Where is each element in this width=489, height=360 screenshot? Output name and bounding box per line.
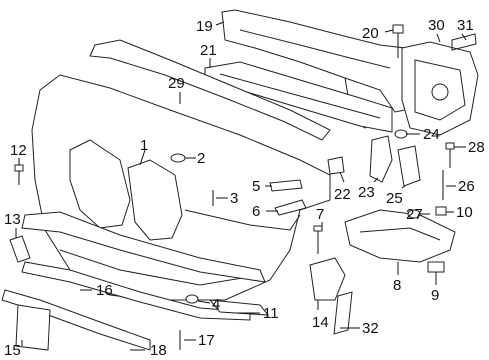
callout-31: 31 [457,17,474,34]
fastener-4 [185,294,199,304]
part-30-bracket [401,33,479,136]
callout-9: 9 [431,287,439,304]
part-8-bracket [344,209,456,263]
callout-14: 14 [312,314,329,331]
callout-labels: 1 2 3 4 5 6 7 8 9 10 11 12 13 14 15 16 1… [4,17,485,359]
callout-24: 24 [423,126,440,143]
callout-21: 21 [200,42,217,59]
callout-26: 26 [458,178,475,195]
callout-20: 20 [362,25,379,42]
part-11-trim [208,299,270,316]
callout-13: 13 [4,211,21,228]
part-32-trim [333,291,353,335]
fastener-24 [394,129,408,139]
part-25-bracket [397,145,421,187]
callout-32: 32 [362,320,379,337]
part-5-bracket [269,179,303,192]
fastener-28 [445,142,455,168]
callout-22: 22 [334,186,351,203]
fastener-2 [170,153,186,163]
callout-8: 8 [393,277,401,294]
part-22-bracket [327,156,345,175]
part-15-plate-bracket [15,304,51,351]
callout-16: 16 [96,282,113,299]
callout-11: 11 [263,305,279,322]
part-29-mount-strip [89,39,331,141]
part-16-lower-grille [21,211,266,321]
callout-29: 29 [168,75,185,92]
part-9-clip [427,261,445,273]
callout-19: 19 [196,18,213,35]
fastener-7 [313,225,323,254]
callout-12: 12 [10,142,27,159]
fastener-12 [14,164,24,185]
callout-4: 4 [212,296,220,313]
callout-18: 18 [150,342,167,359]
leader-lines [15,21,467,351]
part-13-trim [9,235,31,263]
callout-28: 28 [468,139,485,156]
callout-5: 5 [252,178,260,195]
part-14-bezel [309,257,346,301]
callout-7: 7 [316,206,324,223]
callout-25: 25 [386,190,403,207]
part-18-lower-strip [1,289,151,351]
callout-6: 6 [252,203,260,220]
callout-15: 15 [4,342,21,359]
callout-3: 3 [230,190,238,207]
callout-27: 27 [406,206,423,223]
callout-1: 1 [140,137,148,154]
fastener-10 [435,206,447,216]
callout-23: 23 [358,184,375,201]
callout-2: 2 [197,150,205,167]
callout-17: 17 [198,332,215,349]
part-6-bracket [274,199,307,216]
callout-30: 30 [428,17,445,34]
part-23-bracket [369,135,393,183]
part-20-bolt [392,24,404,58]
callout-10: 10 [456,204,473,221]
